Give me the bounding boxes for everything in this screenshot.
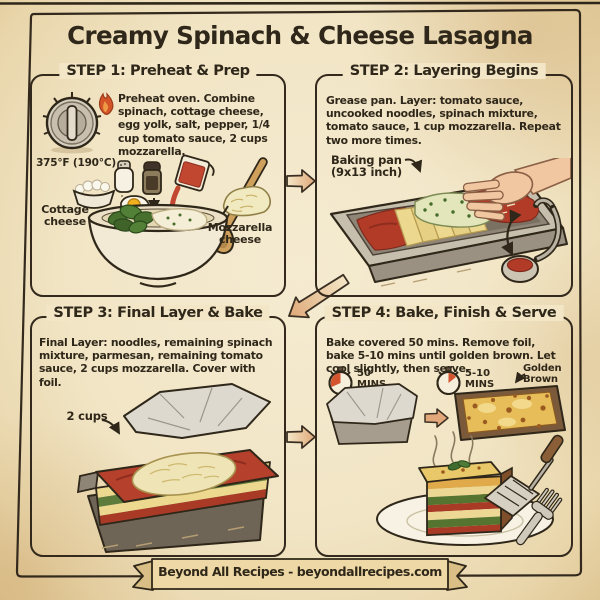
two-cups-label: 2 cups (66, 409, 108, 423)
flame-icon (98, 92, 114, 115)
layering-pan-illustration (329, 158, 571, 287)
stopwatch-icon (436, 366, 461, 395)
step-4-panel: STEP 4: Bake, Finish & Serve Bake covere… (315, 305, 573, 557)
fork-icon (515, 487, 563, 546)
step-3-title: STEP 3: Final Layer & Bake (46, 305, 270, 321)
final-layer-illustration (76, 383, 279, 553)
baked-lasagna-pan-icon (454, 385, 566, 441)
page-title: Creamy Spinach & Cheese Lasagna (67, 21, 533, 50)
ground-shadow (101, 526, 245, 549)
foil-sheet-icon (123, 383, 271, 439)
step-3-panel: STEP 3: Final Layer & Bake Final Layer: … (30, 305, 286, 557)
step-2-panel: STEP 2: Layering Begins Grease pan. Laye… (315, 63, 573, 297)
golden-brown-label: Golden Brown (523, 363, 562, 385)
step-1-instructions: Preheat oven. Combine spinach, cottage c… (118, 92, 270, 158)
mixing-bowl-illustration (72, 154, 271, 288)
step-2-instructions: Grease pan. Layer: tomato sauce, uncooke… (326, 94, 561, 147)
hand-illustration (462, 158, 571, 221)
mozzarella-pile-icon (222, 185, 271, 217)
cheese-pile-icon (131, 452, 237, 496)
step-4-instructions: Bake covered 50 mins. Remove foil, bake … (326, 336, 556, 376)
bake-serve-illustration (326, 383, 566, 546)
step-4-title: STEP 4: Bake, Finish & Serve (324, 305, 564, 321)
pepper-grinder-icon (142, 161, 162, 195)
cottage-cheese-bowl-icon (72, 179, 116, 209)
ladle-arrow (501, 209, 522, 256)
flow-arrow-step3-to-step4-icon (286, 425, 316, 449)
cheese-mixture (151, 208, 208, 232)
golden-brown-arrow (514, 372, 526, 384)
bake-arrow-icon (424, 408, 449, 428)
spatula-icon (484, 434, 564, 517)
timer-5-10-mins: 5-10 MINS (435, 366, 494, 396)
spinach-leaves (107, 204, 155, 234)
footer-text: Beyond All Recipes - beyondallrecipes.co… (158, 564, 442, 579)
step-2-title: STEP 2: Layering Begins (342, 63, 546, 79)
oven-knob-icon (42, 92, 114, 154)
cottage-cheese-label: Cottage cheese (41, 203, 89, 228)
top-edge-line (0, 1, 600, 5)
baking-pan-label: Baking pan (9x13 inch) (331, 153, 402, 180)
ladle-icon (501, 197, 562, 283)
mozzarella-label: Mozzarella cheese (207, 221, 273, 246)
flow-arrow-step1-to-step2-icon (286, 169, 316, 193)
foil-covered-pan-icon (326, 383, 418, 445)
step-1-title: STEP 1: Preheat & Prep (59, 63, 257, 79)
lasagna-pan-icon (76, 449, 279, 553)
salt-shaker-icon (114, 160, 134, 200)
step-3-instructions: Final Layer: noodles, remaining spinach … (39, 336, 273, 389)
basil-leaf-icon (447, 460, 471, 471)
temperature-label: 375°F (190°C) (36, 157, 116, 169)
step-1-panel: STEP 1: Preheat & Prep Preheat oven. Com… (30, 63, 286, 297)
